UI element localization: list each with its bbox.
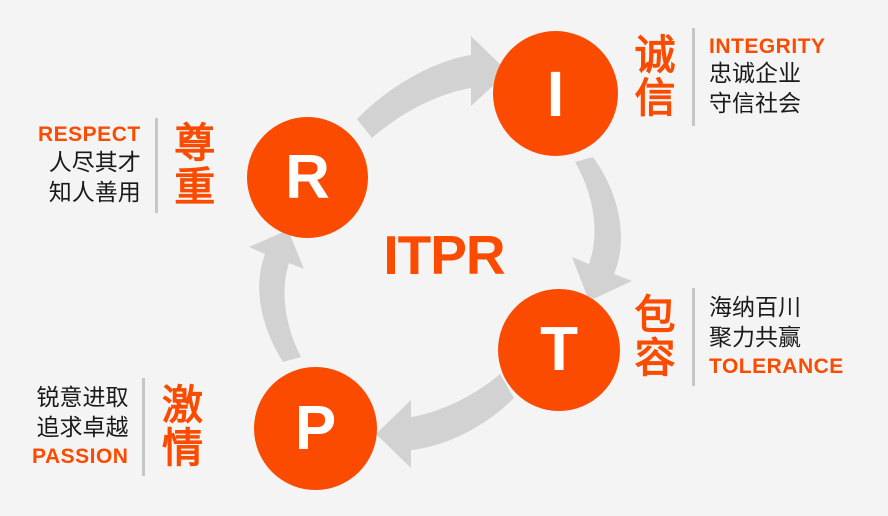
integrity-cn-line-1: 忠诚企业 bbox=[709, 61, 801, 88]
tolerance-divider bbox=[692, 288, 695, 386]
respect-detail: RESPECT 人尽其才 知人善用 bbox=[38, 122, 141, 208]
respect-en-label: RESPECT bbox=[38, 123, 141, 147]
tolerance-cn-line-1: 海纳百川 bbox=[709, 294, 801, 321]
arrow-r-to-i-icon bbox=[357, 36, 508, 138]
node-respect[interactable]: R bbox=[247, 117, 368, 238]
integrity-detail: INTEGRITY 忠诚企业 守信社会 bbox=[709, 34, 826, 120]
passion-cn-line-2: 追求卓越 bbox=[36, 414, 129, 441]
passion-divider bbox=[142, 378, 146, 476]
value-block-passion: 锐意进取 追求卓越 PASSION 激 情 bbox=[32, 378, 237, 476]
passion-cn-line-1: 锐意进取 bbox=[36, 384, 129, 411]
value-block-tolerance: 包 容 海纳百川 聚力共赢 TOLERANCE bbox=[632, 288, 867, 386]
passion-cn-title: 激 情 bbox=[161, 380, 203, 472]
integrity-divider bbox=[692, 28, 695, 126]
passion-en-label: PASSION bbox=[32, 444, 129, 468]
respect-cn-title: 尊 重 bbox=[174, 119, 216, 211]
respect-divider bbox=[154, 118, 158, 213]
arrow-t-to-p-icon bbox=[376, 374, 514, 468]
node-tolerance-letter: T bbox=[540, 315, 578, 384]
tolerance-en-label: TOLERANCE bbox=[709, 354, 844, 378]
node-integrity[interactable]: I bbox=[493, 31, 618, 156]
value-block-respect: RESPECT 人尽其才 知人善用 尊 重 bbox=[38, 118, 238, 213]
integrity-cn-title: 诚 信 bbox=[634, 30, 676, 122]
integrity-cn-line-2: 守信社会 bbox=[709, 91, 801, 118]
node-respect-letter: R bbox=[285, 142, 330, 212]
node-integrity-letter: I bbox=[546, 57, 565, 130]
arrow-i-to-t-icon bbox=[572, 157, 632, 301]
tolerance-detail: 海纳百川 聚力共赢 TOLERANCE bbox=[709, 294, 844, 380]
center-wordmark: ITPR bbox=[383, 224, 505, 286]
respect-cn-line-1: 人尽其才 bbox=[48, 149, 141, 176]
value-block-integrity: 诚 信 INTEGRITY 忠诚企业 守信社会 bbox=[632, 28, 862, 126]
tolerance-cn-title: 包 容 bbox=[634, 290, 676, 382]
tolerance-cn-line-2: 聚力共赢 bbox=[709, 324, 801, 351]
node-passion[interactable]: P bbox=[254, 367, 377, 490]
integrity-en-label: INTEGRITY bbox=[709, 34, 826, 58]
respect-cn-line-2: 知人善用 bbox=[48, 179, 141, 206]
node-tolerance[interactable]: T bbox=[498, 289, 620, 411]
node-passion-letter: P bbox=[294, 393, 337, 463]
passion-detail: 锐意进取 追求卓越 PASSION bbox=[32, 384, 128, 470]
arrow-p-to-r-icon bbox=[249, 230, 304, 362]
